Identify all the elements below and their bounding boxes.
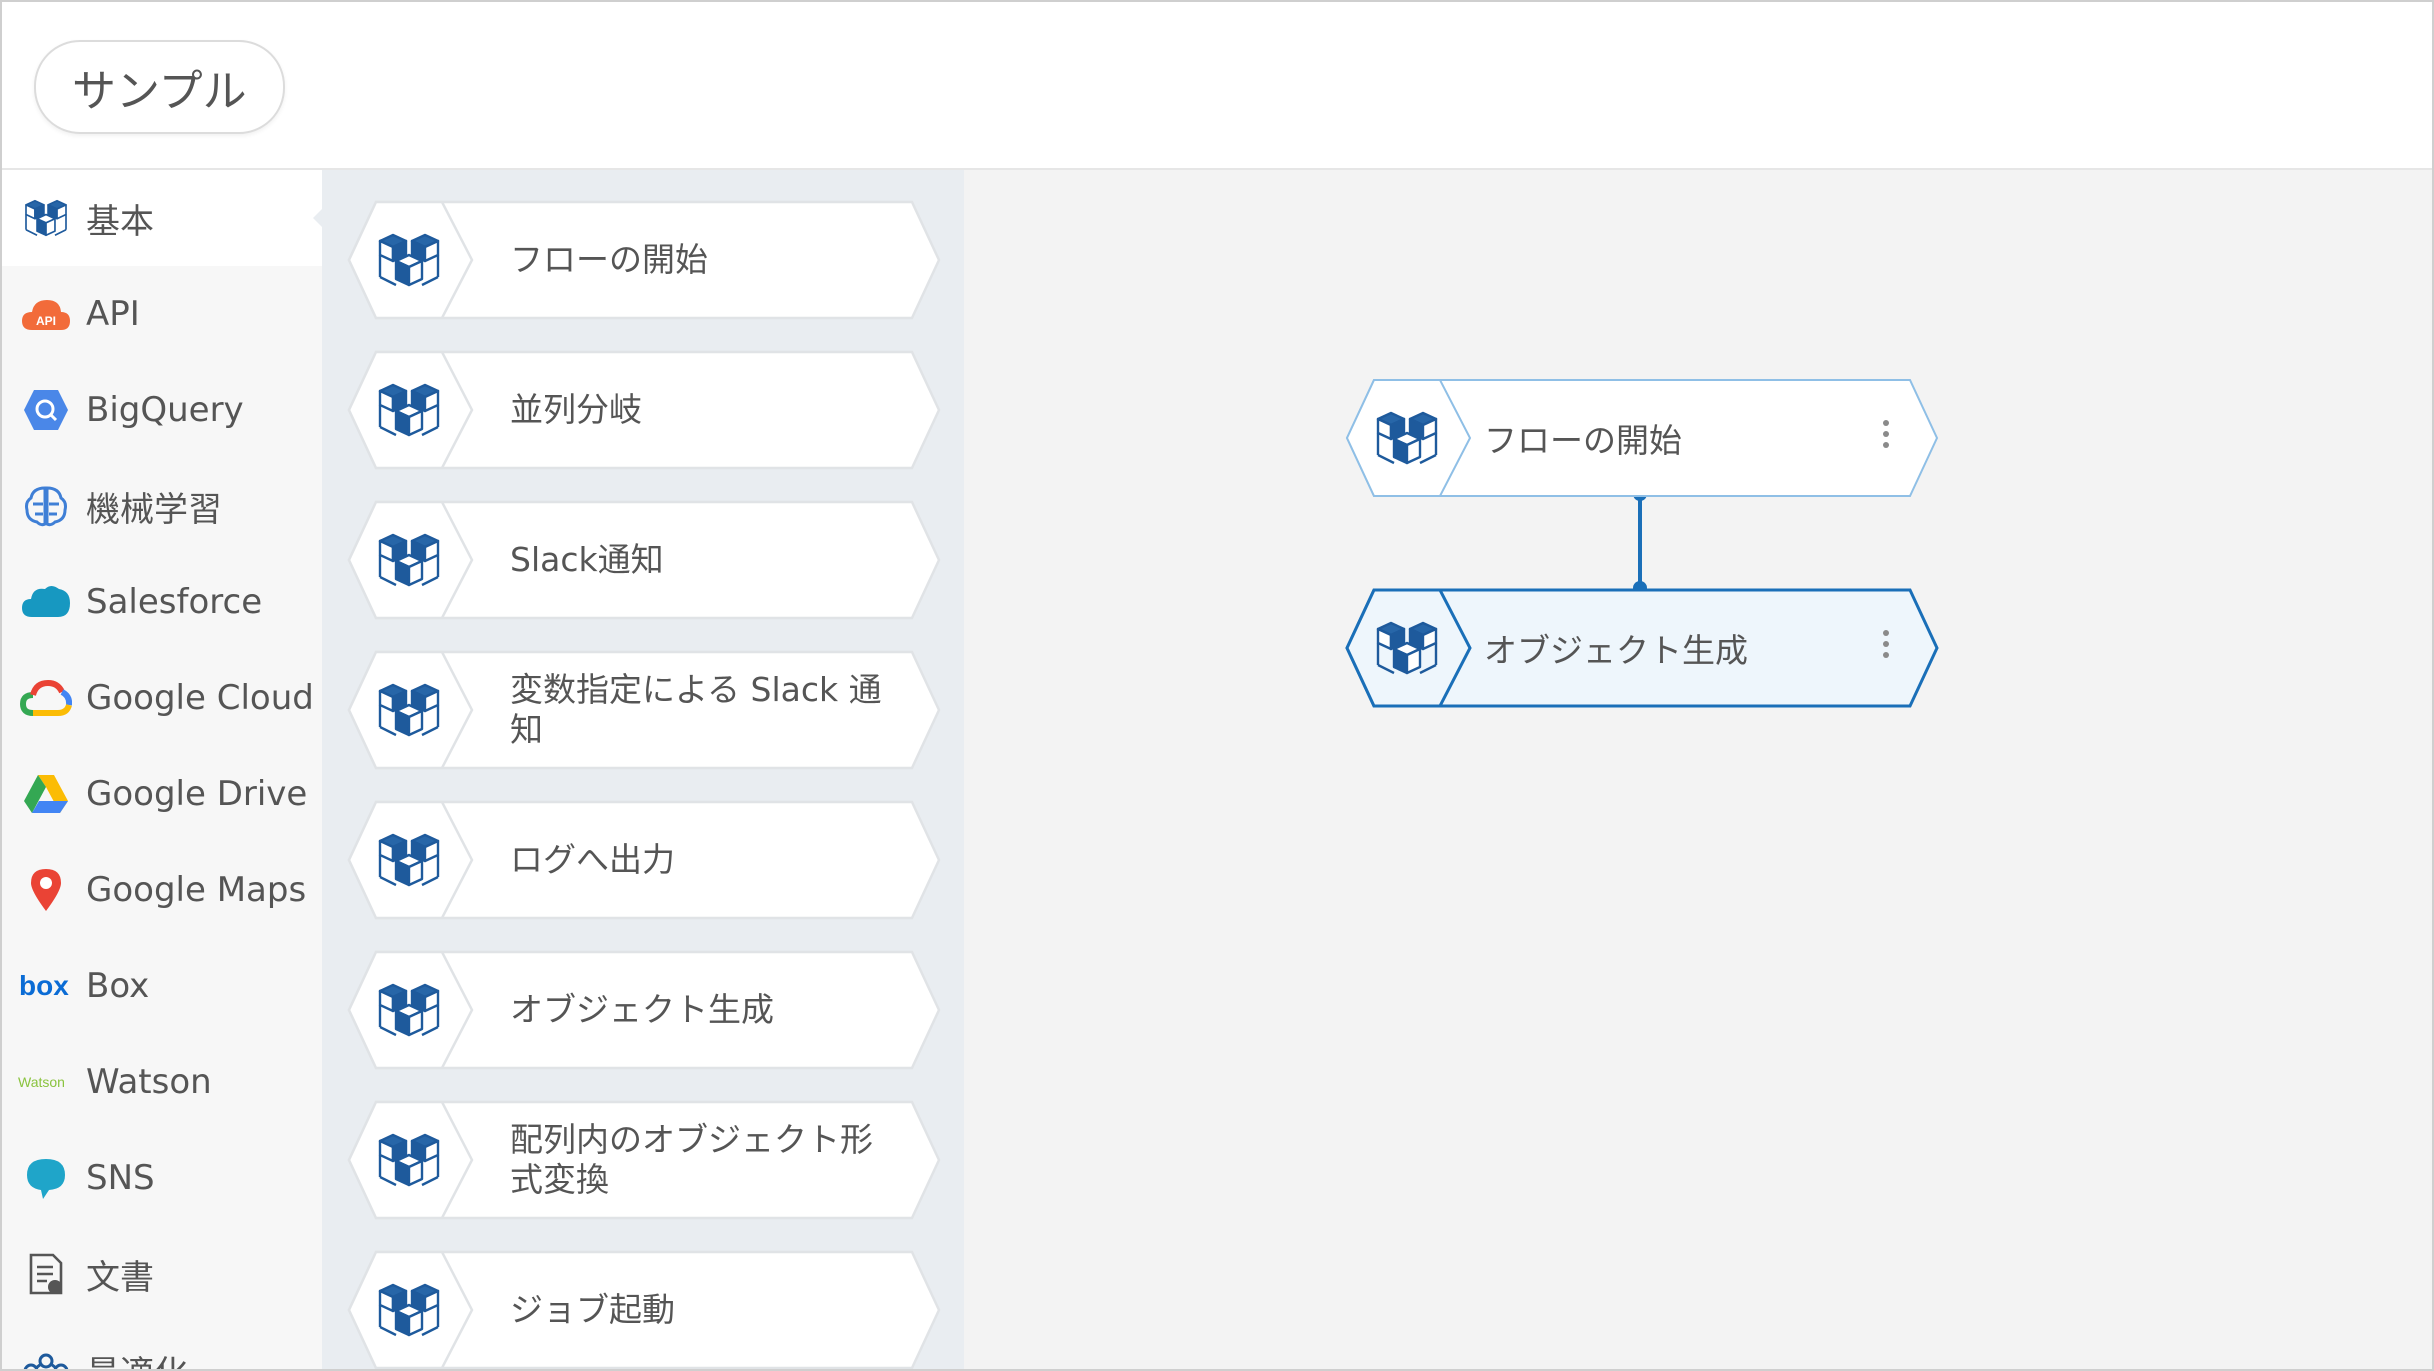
category-item[interactable]: Watson Watson <box>2 1034 322 1130</box>
map-pin-icon <box>18 862 74 918</box>
cube-icon <box>1374 409 1440 467</box>
category-item[interactable]: 機械学習 <box>2 458 322 554</box>
cube-icon <box>376 1281 442 1339</box>
svg-text:box: box <box>19 970 69 1001</box>
palette-block[interactable]: Slack通知 <box>346 500 942 620</box>
cube-icon <box>376 231 442 289</box>
category-item[interactable]: Google Drive <box>2 746 322 842</box>
category-label: 最適化 <box>86 1346 188 1370</box>
header-bar: サンプル <box>2 2 2432 170</box>
category-item[interactable]: API API <box>2 266 322 362</box>
cube-icon <box>376 381 442 439</box>
palette-block-label: ジョブ起動 <box>510 1290 675 1329</box>
palette-block-label: フローの開始 <box>510 240 708 279</box>
cube-icon <box>376 831 442 889</box>
palette-block-label: 配列内のオブジェクト形式変換 <box>510 1120 873 1199</box>
palette-block[interactable]: 並列分岐 <box>346 350 942 470</box>
optimization-icon <box>18 1342 74 1369</box>
cube-icon <box>376 531 442 589</box>
flow-node[interactable]: フローの開始 <box>1344 378 1940 498</box>
watson-logo-icon: Watson <box>18 1054 74 1110</box>
category-item[interactable]: box Box <box>2 938 322 1034</box>
cube-icon <box>1374 619 1440 677</box>
palette-block[interactable]: ジョブ起動 <box>346 1250 942 1369</box>
category-item[interactable]: 最適化 <box>2 1322 322 1369</box>
palette-block[interactable]: オブジェクト生成 <box>346 950 942 1070</box>
node-connector <box>1633 487 1647 595</box>
category-label: 基本 <box>86 201 154 242</box>
category-label: Watson <box>86 1062 212 1102</box>
flow-node-selected[interactable]: オブジェクト生成 <box>1344 588 1940 708</box>
palette-block-label: オブジェクト生成 <box>510 990 774 1029</box>
node-menu-icon[interactable] <box>1880 420 1892 456</box>
category-item[interactable]: 基本 <box>2 170 322 266</box>
chat-bubble-icon <box>18 1150 74 1206</box>
palette-block-label: 変数指定による Slack 通知 <box>510 670 882 749</box>
category-label: 文書 <box>86 1257 154 1298</box>
category-label: Box <box>86 966 150 1006</box>
category-label: Google Cloud <box>86 678 314 718</box>
category-label: 機械学習 <box>86 489 222 530</box>
box-logo-icon: box <box>18 958 74 1014</box>
category-label: SNS <box>86 1158 155 1198</box>
cube-icon <box>376 1131 442 1189</box>
category-label: Google Drive <box>86 774 308 814</box>
category-label: API <box>86 294 140 334</box>
flow-canvas[interactable]: フローの開始オブジェクト生成 <box>964 170 2432 1369</box>
flow-node-label: オブジェクト生成 <box>1484 631 1748 670</box>
api-cloud-icon: API <box>18 286 74 342</box>
block-palette: フローの開始並列分岐 Slack通知変数指定による Slack 通知ログへ出力オブ… <box>322 170 964 1369</box>
category-label: BigQuery <box>86 390 244 430</box>
brain-icon <box>18 478 74 534</box>
cube-icon <box>376 681 442 739</box>
category-label: Google Maps <box>86 870 307 910</box>
salesforce-cloud-icon <box>18 574 74 630</box>
palette-block[interactable]: 変数指定による Slack 通知 <box>346 650 942 770</box>
category-item[interactable]: Salesforce <box>2 554 322 650</box>
palette-block-label: 並列分岐 <box>510 390 642 429</box>
palette-block-label: Slack通知 <box>510 540 664 579</box>
palette-block[interactable]: ログへ出力 <box>346 800 942 920</box>
google-drive-icon <box>18 766 74 822</box>
palette-block[interactable]: 配列内のオブジェクト形式変換 <box>346 1100 942 1220</box>
svg-text:Watson: Watson <box>18 1074 65 1090</box>
cube-icon <box>376 981 442 1039</box>
flow-title[interactable]: サンプル <box>34 40 285 134</box>
document-icon <box>18 1246 74 1302</box>
google-cloud-icon <box>18 670 74 726</box>
category-item[interactable]: 文書 <box>2 1226 322 1322</box>
category-item[interactable]: Google Cloud <box>2 650 322 746</box>
category-item[interactable]: Google Maps <box>2 842 322 938</box>
palette-block-label: ログへ出力 <box>510 840 675 879</box>
category-item[interactable]: BigQuery <box>2 362 322 458</box>
node-menu-icon[interactable] <box>1880 630 1892 666</box>
category-item[interactable]: SNS <box>2 1130 322 1226</box>
cube-icon <box>18 190 74 246</box>
category-label: Salesforce <box>86 582 263 622</box>
bigquery-icon <box>18 382 74 438</box>
palette-block[interactable]: フローの開始 <box>346 200 942 320</box>
flow-node-label: フローの開始 <box>1484 421 1682 460</box>
svg-text:API: API <box>36 314 56 328</box>
